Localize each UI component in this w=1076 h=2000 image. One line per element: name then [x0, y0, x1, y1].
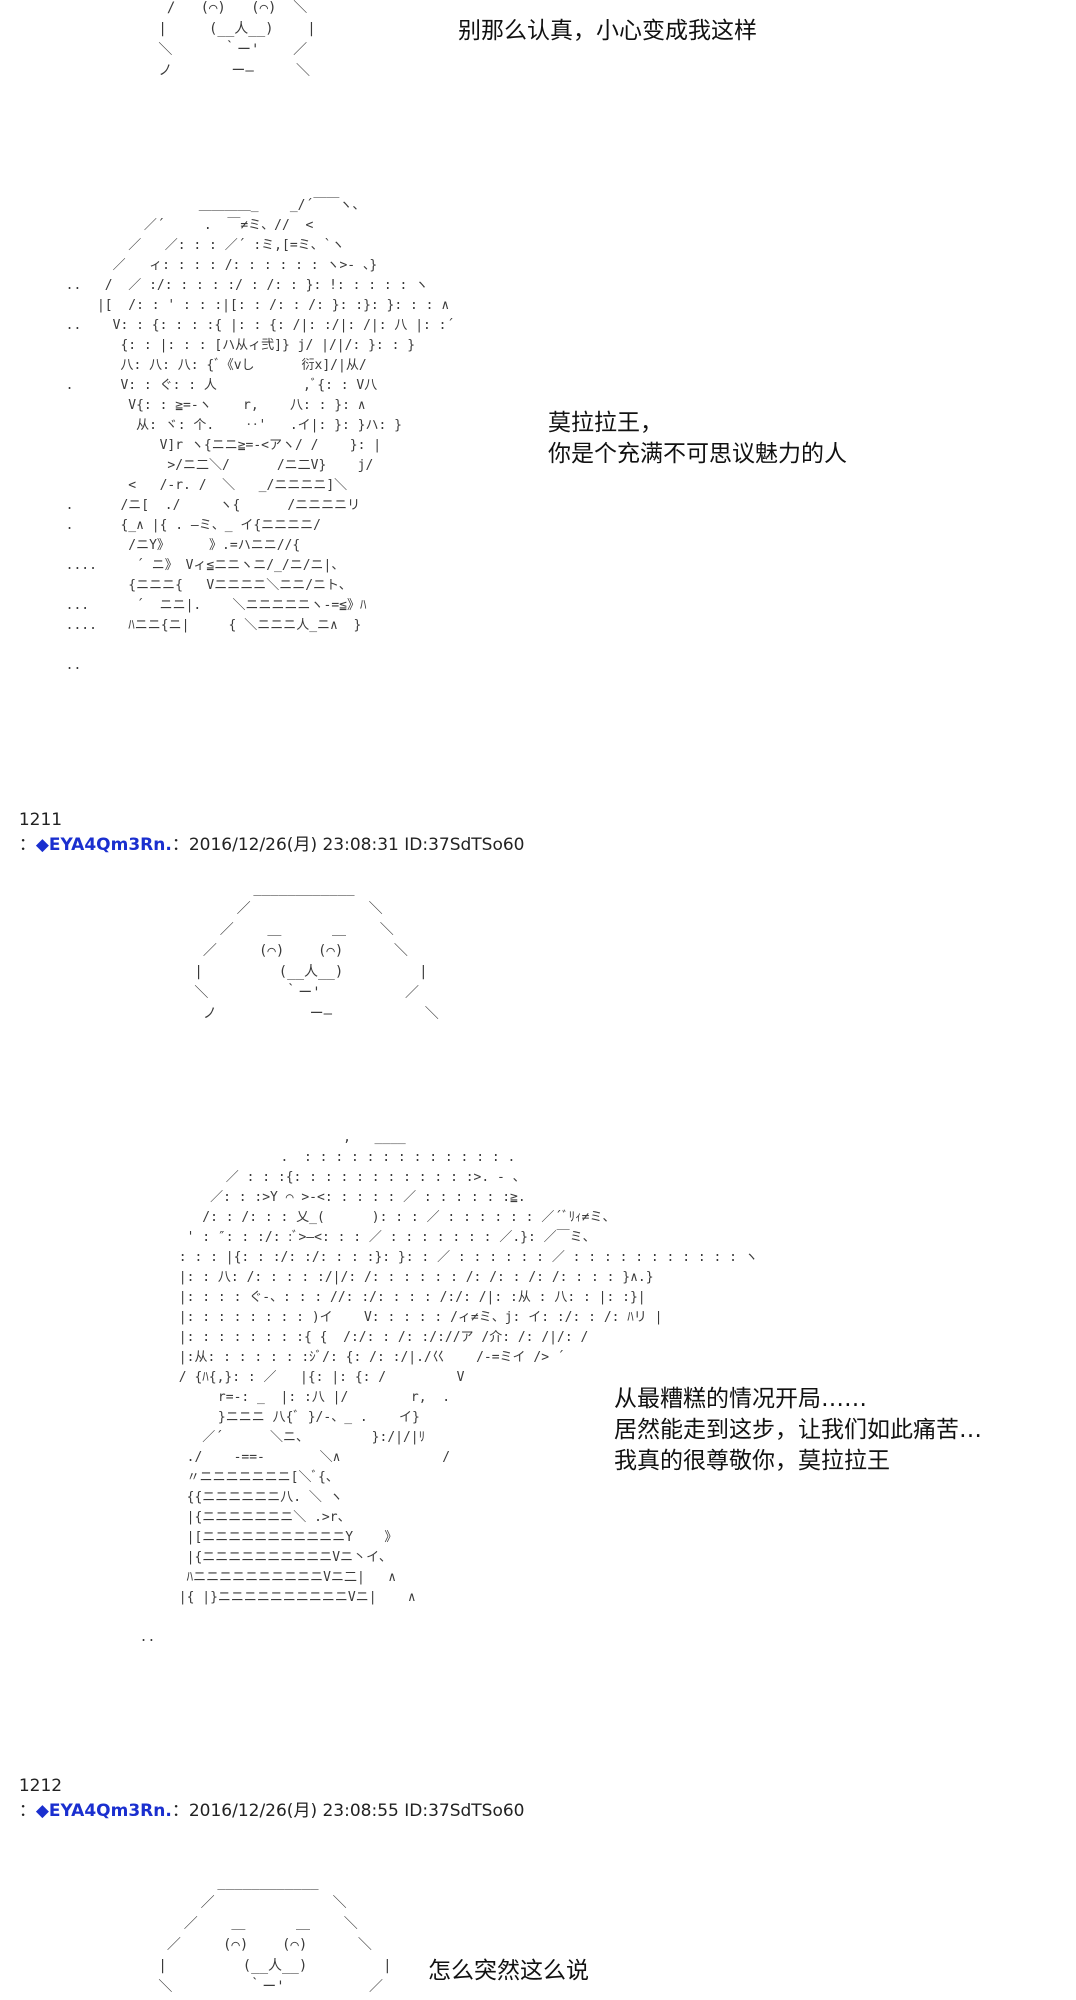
- dialog-line: 我真的很尊敬你，莫拉拉王: [614, 1448, 890, 1474]
- dialog-line: 你是个充满不可思议魅力的人: [548, 441, 847, 467]
- ascii-art-yaruo-face: ____________ ／ ＼ ／ ＿ ＿ ＼ ／ (⌒) (⌒) ＼ | (…: [194, 880, 439, 1022]
- post-header: 1212 ：◆EYA4Qm3Rn.：2016/12/26(月) 23:08:55…: [8, 1756, 525, 1821]
- trip-diamond-icon: ◆: [35, 835, 49, 855]
- post-number[interactable]: 1211: [18, 810, 63, 830]
- ascii-art-girl: ＿＿＿＿_ _/´￣￣ヽ、 ／´ . ￣≠ミ、// < ／ ／: : : ／´ …: [65, 198, 455, 673]
- trip-diamond-icon: ◆: [35, 1801, 49, 1821]
- post-header: 1211 ：◆EYA4Qm3Rn.：2016/12/26(月) 23:08:31…: [8, 790, 525, 855]
- post-separator: ：: [18, 835, 36, 855]
- post-date: ：2016/12/26(月) 23:08:55 ID:37SdTSo60: [171, 1801, 525, 1821]
- post-separator: ：: [18, 1801, 36, 1821]
- post-date: ：2016/12/26(月) 23:08:31 ID:37SdTSo60: [171, 835, 525, 855]
- dialog-line: 从最糟糕的情况开局……: [614, 1386, 867, 1412]
- dialog-line: 怎么突然这么说: [428, 1958, 589, 1984]
- dialog-line: 居然能走到这步，让我们如此痛苦…: [614, 1417, 982, 1443]
- post-number[interactable]: 1212: [18, 1776, 63, 1796]
- ascii-art-yaruo-face: ____________ ／ ＼ ／ ＿ ＿ ＼ ／ (⌒) (⌒) ＼ | (…: [158, 1874, 392, 1995]
- dialog-line: 莫拉拉王，: [548, 410, 663, 436]
- poster-name[interactable]: EYA4Qm3Rn.: [48, 835, 172, 855]
- dialog-line: 别那么认真，小心变成我这样: [458, 18, 757, 44]
- ascii-art-girl: , ____ . : : : : : : : : : : : : : . ／ :…: [139, 1130, 758, 1645]
- poster-name[interactable]: EYA4Qm3Rn.: [48, 1801, 172, 1821]
- ascii-art-yaruo-face: / (⌒) (⌒) ＼ | (__人__) | ＼ ｀ー' ／ ノ ー― ＼: [158, 0, 316, 79]
